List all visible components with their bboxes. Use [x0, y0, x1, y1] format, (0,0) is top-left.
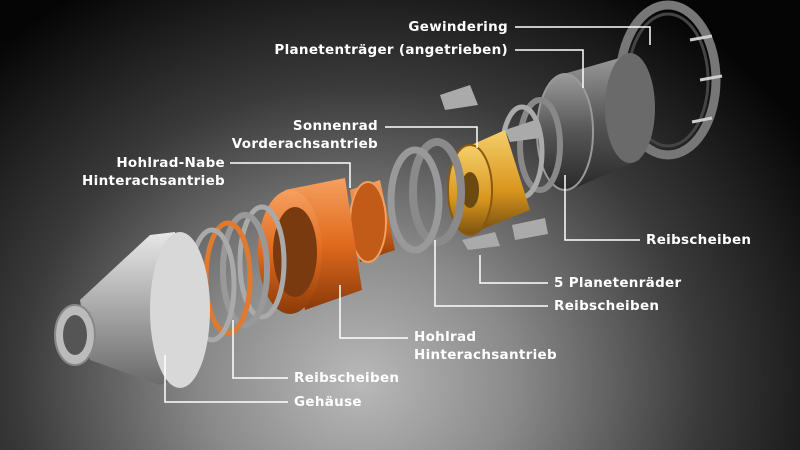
label-hohlrad-line2: Hinterachsantrieb: [414, 347, 557, 363]
label-gehaeuse: Gehäuse: [294, 394, 362, 410]
label-reibscheiben-mid: Reibscheiben: [554, 298, 660, 314]
friction-discs-left: [187, 204, 287, 343]
label-planetenraeder: 5 Planetenräder: [554, 275, 682, 291]
label-sonnenrad: Sonnenrad Vorderachsantrieb: [232, 117, 378, 153]
label-reibscheiben-left: Reibscheiben: [294, 370, 400, 386]
label-hohlrad-nabe-line2: Hinterachsantrieb: [82, 173, 225, 189]
label-hohlrad: Hohlrad Hinterachsantrieb: [414, 328, 557, 364]
label-sonnenrad-line1: Sonnenrad: [292, 118, 378, 134]
planet-carrier: [536, 53, 655, 191]
housing: [54, 232, 210, 388]
planet-gears: [440, 85, 548, 250]
ring-gear: [258, 178, 362, 314]
label-sonnenrad-line2: Vorderachsantrieb: [231, 136, 378, 152]
label-hohlrad-nabe: Hohlrad-Nabe Hinterachsantrieb: [82, 154, 225, 190]
label-gewindering: Gewindering: [408, 19, 508, 35]
ring-gear-hub: [349, 180, 395, 263]
label-hohlrad-nabe-line1: Hohlrad-Nabe: [116, 155, 225, 171]
leader-lines: [164, 26, 651, 403]
label-reibscheiben-right: Reibscheiben: [646, 232, 752, 248]
label-hohlrad-line1: Hohlrad: [414, 329, 477, 345]
label-planetentraeger: Planetenträger (angetrieben): [274, 42, 508, 58]
friction-discs-middle: [387, 138, 465, 254]
